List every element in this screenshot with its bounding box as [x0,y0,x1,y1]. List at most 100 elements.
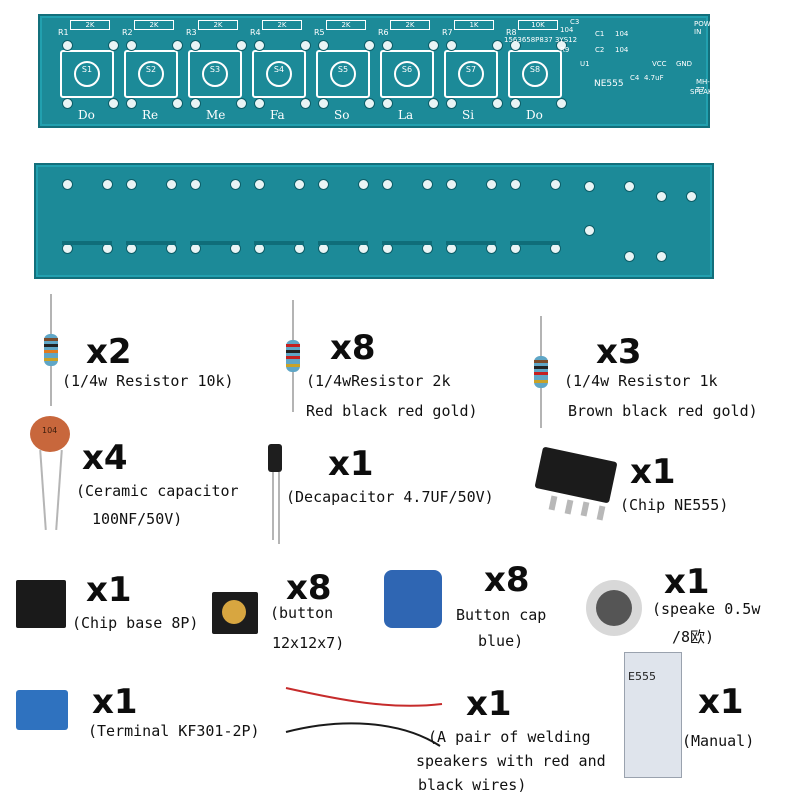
gnd-label: GND [676,60,693,68]
resistor-1k-image [530,316,552,428]
switch-label: S5 [337,65,349,74]
item-description: /8欧) [672,628,715,646]
switch-footprint: S4 [252,50,306,98]
solder-pad [102,179,113,190]
switch-footprint: S1 [60,50,114,98]
solder-pad [236,98,247,109]
solder-pad [624,181,635,192]
item-description: black wires) [418,776,527,794]
solder-pad [126,40,137,51]
switch-footprint: S3 [188,50,242,98]
solder-pad [254,98,265,109]
serial-label: 1563658P837 3YS12 [504,36,578,44]
manual-image: E555 [624,652,684,780]
switch-label: S6 [401,65,413,74]
manual-marking: E555 [628,670,656,683]
power-in-label: POWER IN [694,20,720,36]
item-description: 100NF/50V) [92,510,183,528]
copper-trace [382,241,432,245]
solder-pad [584,181,595,192]
item-description: (Chip NE555) [620,496,729,514]
solder-pad [446,179,457,190]
item-description: (Decapacitor 4.7UF/50V) [286,488,494,506]
solder-pad [108,98,119,109]
item-description: (Chip base 8P) [72,614,199,632]
capacitor-marking: 104 [42,426,58,435]
note-label: Si [462,108,475,122]
note-label: Re [142,108,159,122]
solder-pad [428,40,439,51]
switch-footprint: S7 [444,50,498,98]
solder-pad [656,251,667,262]
note-label: Do [526,108,543,122]
resistor-label: R1 [58,28,69,37]
item-description: blue) [478,632,524,650]
solder-pad [382,40,393,51]
resistor-footprint: 2K [262,20,302,30]
solder-pad [510,98,521,109]
solder-pad [686,191,697,202]
note-label: Fa [270,108,285,122]
C1-label: C1 [595,30,605,38]
item-description: (button [270,604,334,622]
ceramic-capacitor-image: 104 [26,414,76,534]
item-description: (A pair of welding [428,728,591,746]
note-label: La [398,108,414,122]
resistor-label: R2 [122,28,133,37]
solder-pad [550,179,561,190]
item-description: Button cap [456,606,547,624]
solder-pad [492,98,503,109]
solder-pad [254,40,265,51]
chip-socket-image [16,580,70,632]
R9-label: R9 [560,46,570,54]
solder-pad [126,98,137,109]
copper-trace [510,241,560,245]
item-description: Brown black red gold) [568,402,758,420]
resistor-footprint: 2K [198,20,238,30]
resistor-label: R6 [378,28,389,37]
switch-footprint: S8 [508,50,562,98]
button-cap-image [384,570,446,632]
resistor-label: R3 [186,28,197,37]
C4-value: 4.7uF [644,74,664,82]
solder-pad [584,225,595,236]
copper-trace [254,241,304,245]
item-count: x2 [86,332,132,372]
copper-trace [318,241,368,245]
note-label: Me [206,108,226,122]
C1-value: 104 [615,30,629,38]
item-description: (Terminal KF301-2P) [88,722,260,740]
item-description: speakers with red and [416,752,606,770]
switch-label: S8 [529,65,541,74]
solder-pad [190,98,201,109]
terminal-block-image [16,690,76,746]
switch-footprint: S5 [316,50,370,98]
speaker-wires-image [285,687,443,747]
solder-pad [166,179,177,190]
solder-pad [358,179,369,190]
solder-pad [254,179,265,190]
item-count: x1 [698,682,744,722]
chip-ne555-image [530,446,620,526]
solder-pad [382,98,393,109]
solder-pad [364,98,375,109]
note-label: Do [78,108,95,122]
solder-pad [294,179,305,190]
solder-pad [364,40,375,51]
C3-value: 104 [560,26,574,34]
solder-pad [428,98,439,109]
electrolytic-capacitor-image [262,436,288,546]
solder-pad [318,179,329,190]
item-description: (1/4wResistor 2k [306,372,451,390]
item-description: (Manual) [682,732,755,750]
solder-pad [382,179,393,190]
resistor-footprint: 2K [134,20,174,30]
resistor-footprint: 2K [390,20,430,30]
item-count: x1 [92,682,138,722]
item-description: (speake 0.5w [652,600,761,618]
resistor-footprint: 10K [518,20,558,30]
item-count: x8 [484,560,530,600]
switch-label: S4 [273,65,285,74]
solder-pad [190,40,201,51]
